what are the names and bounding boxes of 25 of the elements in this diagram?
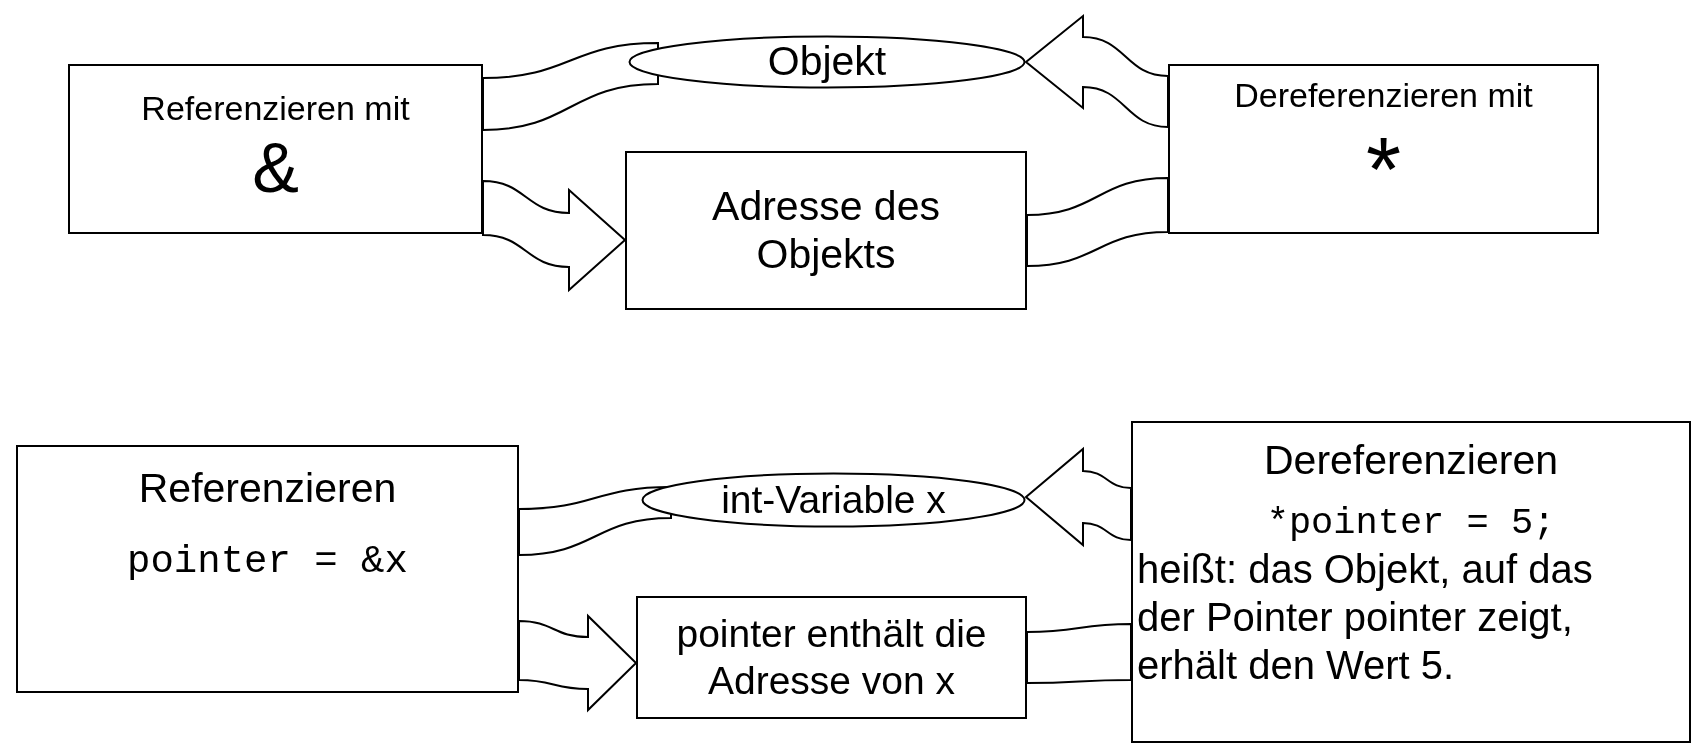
process-box — [636, 596, 1027, 719]
block-arrow — [482, 180, 626, 291]
box-heading: Referenzieren — [138, 465, 397, 513]
box-heading: Dereferenzieren — [1264, 437, 1558, 485]
band-connector — [1026, 177, 1169, 267]
box-heading: Referenzieren mit — [141, 89, 410, 129]
block-arrow — [1025, 448, 1132, 546]
process-box — [16, 445, 519, 693]
process-box — [68, 64, 483, 234]
code-text: pointer = &x — [127, 540, 408, 585]
process-box — [1168, 64, 1599, 234]
band-connector — [482, 42, 659, 131]
band-connector — [1026, 623, 1132, 684]
box-label: Adresse des Objekts — [711, 183, 941, 278]
block-arrow — [1025, 15, 1169, 128]
operator-symbol: * — [1366, 118, 1401, 222]
text-panel — [1131, 421, 1691, 743]
block-arrow — [518, 615, 637, 711]
box-label: pointer enthält die Adresse von x — [675, 610, 988, 704]
box-heading: Dereferenzieren mit — [1234, 75, 1533, 115]
ellipse-label: Objekt — [767, 38, 887, 86]
ellipse-label: int-Variable x — [721, 477, 946, 523]
code-text: *pointer = 5; — [1266, 502, 1556, 545]
body-text: heißt: das Objekt, auf das der Pointer pointer zeigt, erhält den Wert 5. — [1136, 545, 1594, 689]
operator-symbol: & — [252, 128, 299, 209]
